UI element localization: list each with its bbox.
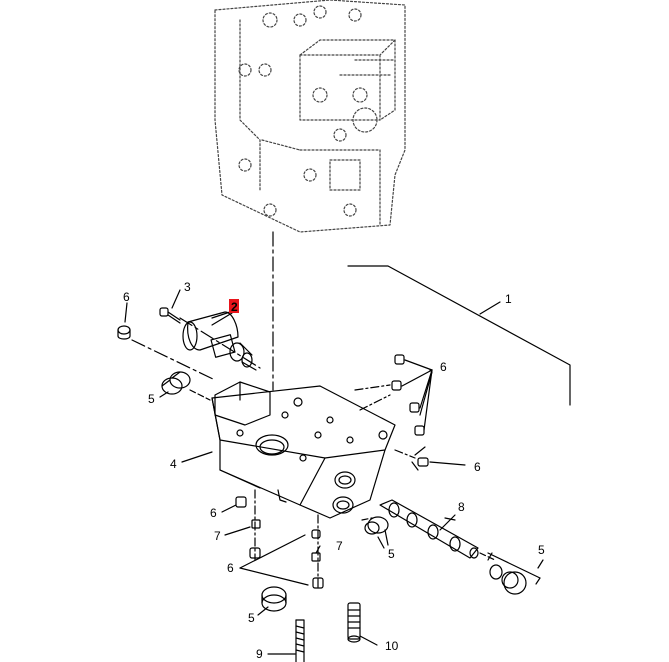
label-4: 4 [170, 457, 177, 471]
label-9: 9 [256, 647, 263, 661]
bolt-item-9 [295, 619, 305, 662]
leader-6-bottom [239, 534, 309, 586]
leader-1 [347, 265, 571, 406]
label-6-bottom: 6 [227, 561, 234, 575]
label-leaders [124, 289, 544, 655]
plug-5-bottom [261, 586, 287, 612]
screw-item-3 [159, 307, 181, 324]
plug-5-mid [361, 516, 389, 546]
label-5-right: 5 [538, 543, 545, 557]
valve-block [211, 381, 396, 519]
highlight-box-2 [229, 299, 239, 313]
plug-6-topleft [117, 325, 131, 340]
label-7-left: 7 [214, 529, 221, 543]
centerline-plug-6 [131, 317, 261, 381]
label-10: 10 [385, 639, 399, 653]
solenoid-valve [182, 311, 257, 371]
plugs-6-right [354, 354, 433, 436]
label-1: 1 [505, 292, 512, 306]
label-5-left: 5 [148, 392, 155, 406]
spool-item-8 [379, 499, 496, 561]
valve-housing-phantom [214, 0, 406, 233]
callout-labels: 1 2 3 4 5 5 5 5 6 6 6 6 6 7 7 8 9 10 [123, 280, 545, 661]
label-7-right: 7 [336, 539, 343, 553]
label-5-bottom: 5 [248, 611, 255, 625]
plug-5-left [161, 371, 211, 401]
plug-6-right-boxed [394, 446, 466, 471]
label-3: 3 [184, 280, 191, 294]
label-6-right-boxed: 6 [474, 460, 481, 474]
label-6-right-cluster: 6 [440, 360, 447, 374]
label-2: 2 [231, 300, 238, 314]
label-5-mid: 5 [388, 547, 395, 561]
label-6-topleft: 6 [123, 290, 130, 304]
bolt-item-10 [347, 602, 361, 643]
bottom-fittings [235, 489, 324, 591]
label-6-bottom-left: 6 [210, 506, 217, 520]
plug-5-right [487, 552, 541, 595]
label-8: 8 [458, 500, 465, 514]
